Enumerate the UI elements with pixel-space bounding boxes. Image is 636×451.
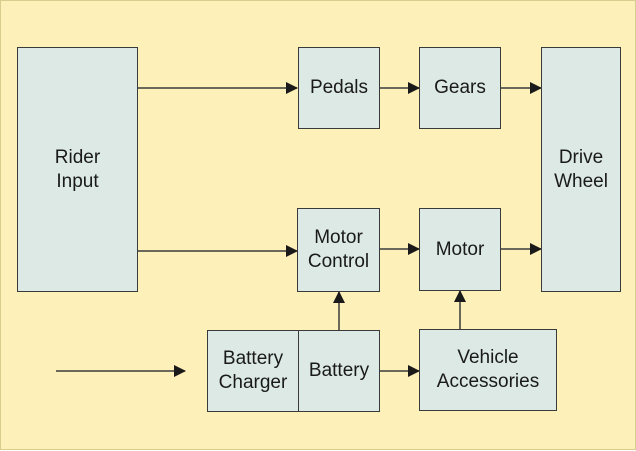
battery-block: Battery [298, 330, 380, 412]
drive-wheel-label: Drive Wheel [554, 146, 608, 192]
drive-wheel-block: Drive Wheel [541, 47, 621, 292]
rider-input-label: Rider Input [54, 146, 101, 192]
motor-label: Motor [435, 238, 485, 260]
pedals-label: Pedals [309, 77, 369, 98]
rider-input-block: Rider Input [17, 47, 138, 292]
battery-charger-block: Battery Charger [207, 330, 299, 412]
gears-label: Gears [434, 77, 486, 98]
vehicle-accessories-block: Vehicle Accessories [419, 329, 557, 411]
pedals-block: Pedals [298, 47, 380, 129]
battery-charger-label: Battery Charger [218, 348, 288, 393]
vehicle-accessories-label: Vehicle Accessories [436, 347, 540, 392]
battery-label: Battery [308, 360, 370, 381]
motor-control-block: Motor Control [297, 208, 380, 292]
motor-block: Motor [419, 208, 501, 291]
gears-block: Gears [419, 47, 501, 129]
motor-control-label: Motor Control [307, 227, 370, 272]
